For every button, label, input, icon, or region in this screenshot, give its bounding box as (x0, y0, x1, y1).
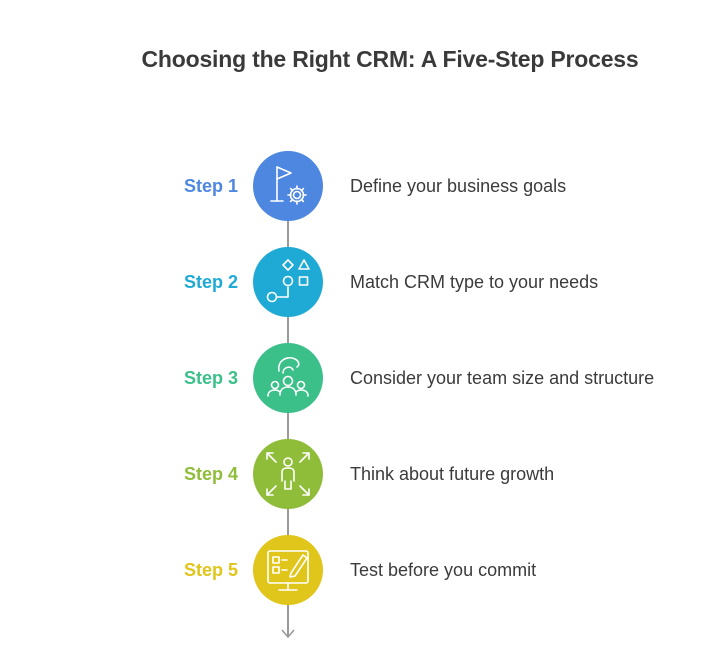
step-circle (253, 151, 323, 221)
step-label: Step 5 (183, 560, 238, 580)
shapes-icon (266, 259, 310, 303)
step-3: Step 3 Consider your team size and struc… (0, 343, 713, 413)
step-circle (253, 247, 323, 317)
page-title: Choosing the Right CRM: A Five-Step Proc… (141, 46, 639, 72)
flag-gear-icon (270, 166, 307, 205)
step-5: Step 5 Test before you commit (0, 535, 713, 605)
edit-screen-icon (267, 550, 309, 591)
step-circle (253, 535, 323, 605)
step-description: Think about future growth (350, 464, 555, 484)
step-2: Step 2 Match CRM type to your needs (0, 247, 713, 317)
connector-line (287, 509, 289, 536)
person-expand-icon (266, 452, 310, 496)
arrow-down-icon (281, 629, 295, 639)
step-description: Define your business goals (350, 176, 567, 196)
step-circle (253, 343, 323, 413)
step-description: Consider your team size and structure (350, 368, 655, 388)
step-label: Step 2 (183, 272, 238, 292)
step-4: Step 4 Think about future growth (0, 439, 713, 509)
connector-line (287, 317, 289, 344)
team-icon (267, 356, 309, 397)
step-label: Step 3 (183, 368, 238, 388)
connector-line (287, 413, 289, 440)
step-label: Step 4 (183, 464, 238, 484)
connector-line (287, 221, 289, 248)
connector-line (287, 604, 289, 636)
step-label: Step 1 (183, 176, 238, 196)
step-description: Test before you commit (350, 560, 537, 580)
step-description: Match CRM type to your needs (350, 272, 599, 292)
step-circle (253, 439, 323, 509)
step-1: Step 1 Define your business goals (0, 151, 713, 221)
